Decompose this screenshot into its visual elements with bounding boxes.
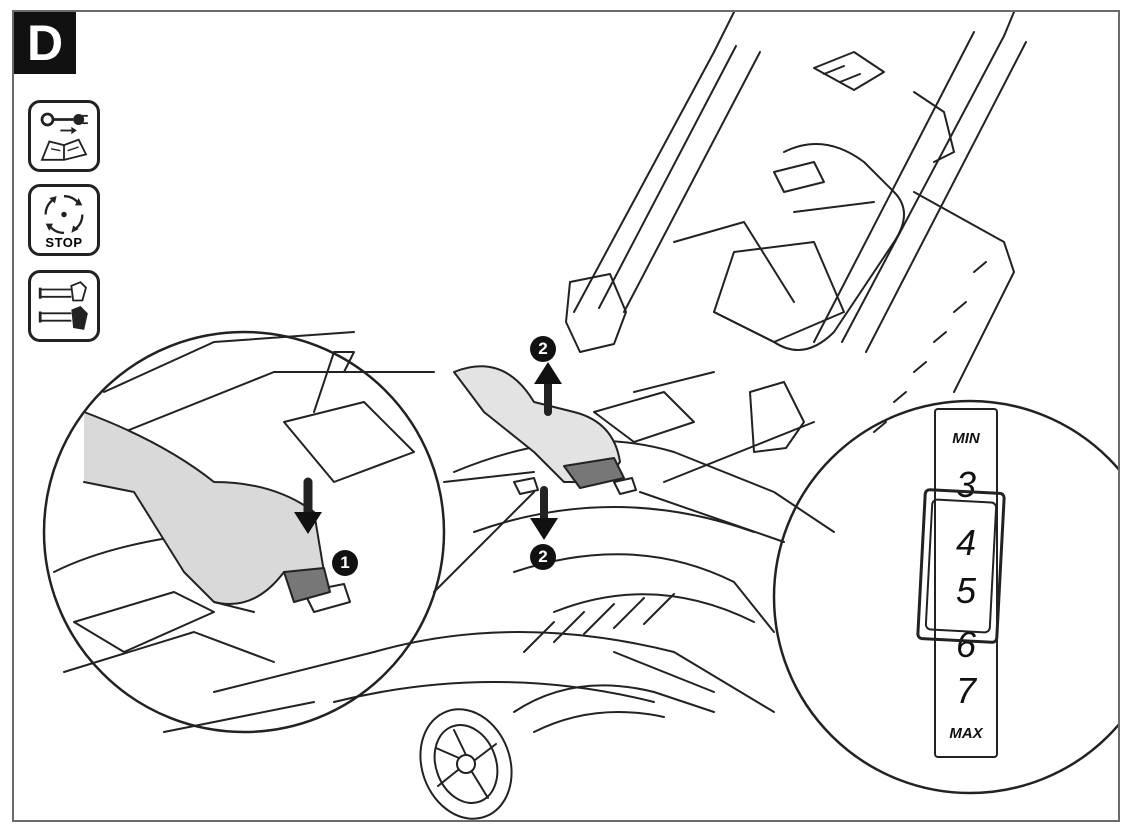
scale-position-5: 5	[955, 570, 977, 611]
step-2-badge-up: 2	[530, 336, 556, 362]
unplug-read-manual-icon	[28, 100, 100, 172]
blade-rotation-stop-icon: STOP	[28, 184, 100, 256]
cutting-height-scale: MIN 3 4 5 6 7 MAX	[934, 408, 998, 758]
scale-max-label: MAX	[949, 725, 983, 742]
wear-gloves-icon	[28, 270, 100, 342]
scale-min-label: MIN	[952, 430, 980, 447]
illustration-frame: D STOP	[12, 10, 1120, 822]
step-1-badge: 1	[332, 550, 358, 576]
stop-label: STOP	[45, 235, 83, 250]
scale-position-4: 4	[955, 522, 977, 563]
scale-position-6: 6	[955, 624, 977, 665]
panel-letter: D	[14, 12, 76, 74]
step-2-badge-down: 2	[530, 544, 556, 570]
scale-position-7: 7	[955, 670, 977, 711]
lawnmower-line-art	[42, 12, 1118, 820]
scale-position-3: 3	[955, 464, 977, 505]
height-selector-window-inner	[924, 498, 998, 634]
